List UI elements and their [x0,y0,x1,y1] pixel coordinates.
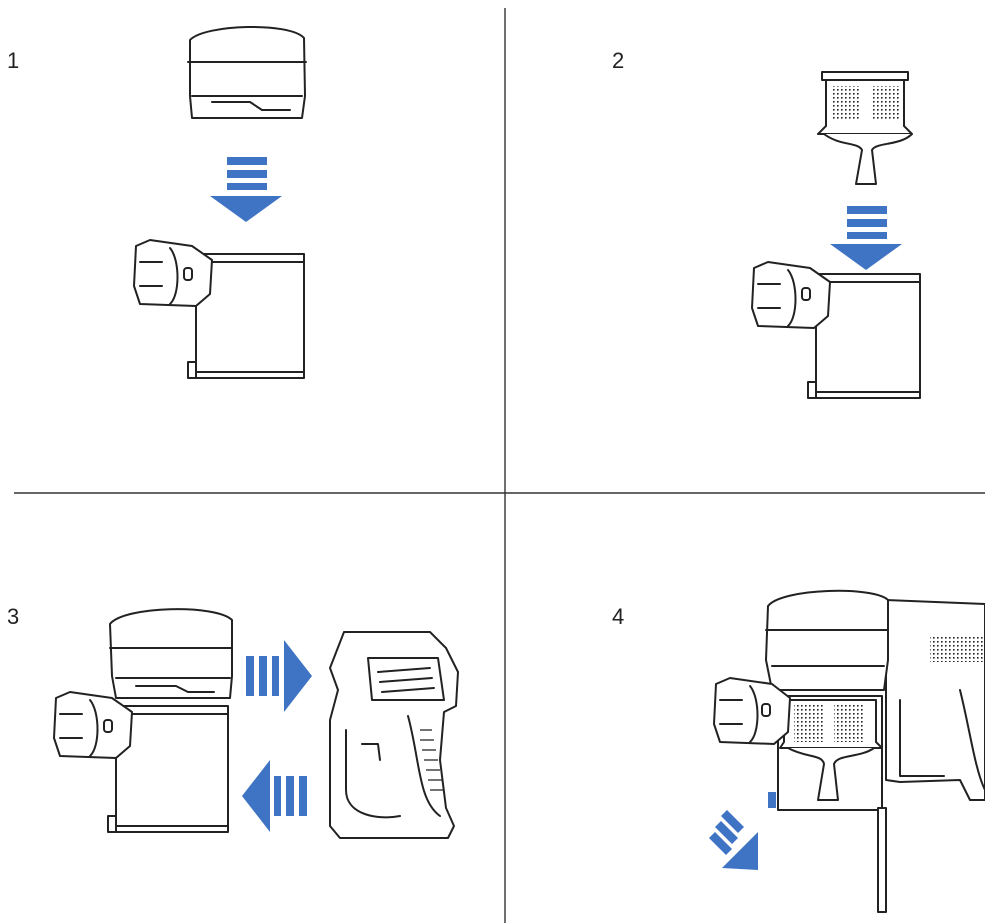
down-arrow-icon [210,157,282,222]
down-arrow-icon [830,206,902,270]
step-number-2: 2 [612,50,624,72]
vacuum-handle-icon [330,632,458,838]
hepa-filter-icon [818,72,912,184]
dust-bin-icon [752,262,920,398]
filter-cap-icon [188,27,306,118]
panel-3 [54,609,458,838]
step-number-3: 3 [7,606,19,628]
right-arrow-icon [246,640,312,712]
step-number-4: 4 [612,606,624,628]
left-arrow-icon [242,760,307,832]
step-number-1: 1 [7,50,19,72]
panel-2 [752,72,920,398]
panel-1 [134,27,306,378]
panel-4 [709,591,985,912]
dust-bin-icon [134,240,304,378]
assembled-bin-icon [54,609,232,832]
diagonal-arrow-icon [709,810,758,870]
